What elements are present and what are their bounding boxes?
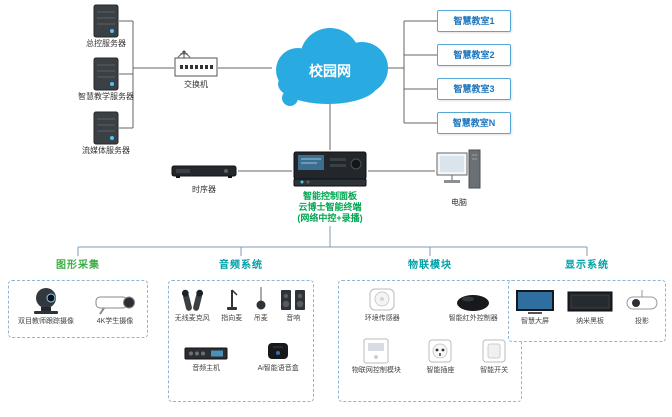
audio-host-icon	[184, 347, 228, 360]
controller-line3: (网络中控+录播)	[297, 213, 363, 223]
display-group-box: 智慧大屏 纳米黑板 投影	[508, 280, 666, 342]
audio-item-ai-voice-box: Ai智能语音盒	[258, 339, 299, 373]
audio-item-label: 音频主机	[192, 365, 221, 372]
iot-item-switch: 智能开关	[480, 337, 508, 375]
computer-label: 电脑	[451, 198, 467, 207]
classroom-3: 智慧教室3	[437, 78, 511, 100]
environment-sensor-icon	[369, 288, 395, 311]
display-item-label: 智慧大屏	[521, 318, 549, 325]
group-title-capture: 图形采集	[56, 260, 100, 271]
audio-item-label: 吊麦	[253, 315, 268, 322]
iot-item-label: 智能开关	[480, 367, 509, 374]
teaching-server-label: 智慧教学服务器	[78, 92, 134, 101]
display-item-screen: 智慧大屏	[514, 288, 556, 326]
campus-cloud: 校园网	[276, 28, 388, 106]
audio-item-hanging-mic: 吊麦	[254, 287, 268, 323]
ir-controller-icon	[457, 295, 490, 311]
wireless-mic-icon	[182, 289, 204, 311]
master-server-label: 总控服务器	[86, 39, 126, 48]
controller-line2: 云博士智能终端	[298, 202, 362, 212]
teaching-server-icon	[93, 57, 119, 91]
audio-item-host: 音频主机	[183, 343, 229, 373]
capture-item-4k: 4K学生摄像	[92, 292, 138, 326]
iot-module-icon	[363, 338, 389, 364]
group-title-display: 显示系统	[565, 260, 609, 271]
bullet-camera-icon	[95, 296, 135, 315]
classroom-1: 智慧教室1	[437, 10, 511, 32]
capture-item-label: 双目教师跟踪摄像	[18, 318, 74, 325]
iot-item-sensor: 环境传感器	[362, 287, 402, 323]
smart-screen-icon	[516, 290, 554, 314]
master-server-icon	[93, 4, 119, 38]
display-item-blackboard: 纳米黑板	[566, 288, 614, 326]
computer-icon	[436, 149, 481, 189]
classroom-2: 智慧教室2	[437, 44, 511, 66]
iot-item-label: 智能插座	[426, 367, 455, 374]
capture-group-box: 双目教师跟踪摄像 4K学生摄像	[8, 280, 148, 338]
smart-switch-icon	[482, 339, 506, 363]
iot-item-socket: 智能插座	[426, 337, 454, 375]
iot-item-label: 物联网控制模块	[351, 367, 401, 374]
switch-label: 交换机	[184, 80, 208, 89]
audio-item-directional-mic: 指向麦	[221, 287, 242, 323]
ptz-camera-icon	[34, 288, 58, 314]
smart-socket-icon	[428, 339, 452, 363]
controller-line1: 智能控制面板	[302, 191, 357, 201]
nano-blackboard-icon	[567, 291, 613, 312]
media-server-label: 流媒体服务器	[82, 146, 130, 155]
switch-icon	[174, 50, 218, 77]
iot-item-control-module: 物联网控制模块	[352, 337, 401, 375]
directional-mic-icon	[226, 289, 238, 310]
iot-item-ir-controller: 智能红外控制器	[449, 287, 498, 323]
ai-voice-box-icon	[268, 343, 289, 359]
audio-item-speaker: 音响	[279, 287, 307, 323]
display-item-label: 纳米黑板	[576, 318, 604, 325]
hanging-mic-icon	[256, 287, 266, 310]
audio-item-label: 音响	[286, 315, 301, 322]
group-title-audio: 音频系统	[219, 260, 263, 271]
media-server-icon	[93, 111, 119, 145]
projector-icon	[626, 290, 658, 310]
capture-item-label: 4K学生摄像	[96, 318, 134, 325]
capture-item-ptz: 双目教师跟踪摄像	[18, 286, 74, 326]
cloud-label: 校园网	[309, 63, 351, 79]
group-title-iot: 物联模块	[408, 260, 452, 271]
audio-item-label: 指向麦	[221, 315, 243, 322]
audio-item-label: Ai智能语音盒	[257, 365, 299, 372]
display-item-label: 投影	[635, 318, 649, 325]
sequencer-icon	[171, 165, 237, 178]
audio-item-label: 无线麦克风	[174, 315, 210, 322]
iot-group-box: 环境传感器 智能红外控制器 物联网控制模块	[338, 280, 522, 402]
controller-label: 智能控制面板 云博士智能终端 (网络中控+录播)	[265, 191, 395, 224]
display-item-projector: 投影	[624, 288, 660, 326]
speaker-icon	[281, 290, 306, 310]
iot-item-label: 智能红外控制器	[448, 315, 498, 322]
audio-item-wireless-mic: 无线麦克风	[175, 287, 210, 323]
classroom-n: 智慧教室N	[437, 112, 511, 134]
controller-icon	[293, 151, 367, 187]
audio-group-box: 无线麦克风 指向麦 吊麦	[168, 280, 314, 402]
sequencer-label: 时序器	[192, 185, 216, 194]
iot-item-label: 环境传感器	[364, 315, 400, 322]
